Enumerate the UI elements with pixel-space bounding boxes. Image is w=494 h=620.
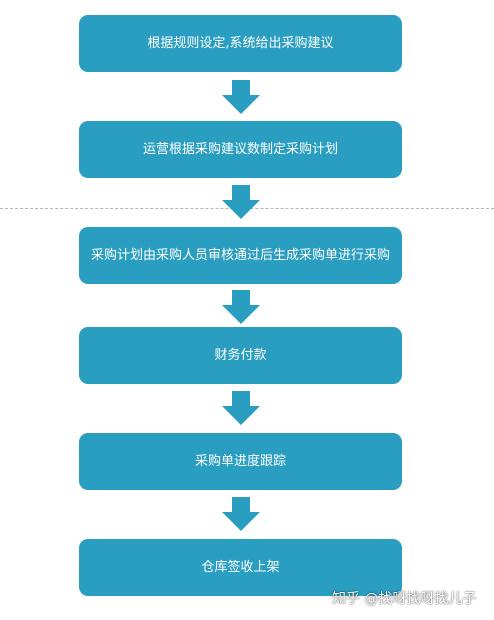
flow-step-6: 仓库签收上架: [79, 539, 402, 596]
flow-step-6-label: 仓库签收上架: [201, 560, 280, 575]
flow-step-5: 采购单进度跟踪: [79, 433, 402, 490]
flow-step-3: 采购计划由采购人员审核通过后生成采购单进行采购: [79, 227, 402, 284]
down-arrow-icon: [222, 497, 260, 531]
flow-step-4: 财务付款: [79, 327, 402, 384]
watermark: 知乎 @找呀找呀找儿子: [332, 591, 477, 607]
flow-step-1-label: 根据规则设定,系统给出采购建议: [147, 36, 334, 51]
flow-step-2-label: 运营根据采购建议数制定采购计划: [142, 142, 338, 157]
down-arrow-icon: [222, 391, 260, 425]
flow-step-4-label: 财务付款: [214, 348, 267, 363]
down-arrow-icon: [222, 185, 260, 219]
flow-step-1: 根据规则设定,系统给出采购建议: [79, 15, 402, 72]
flow-step-2: 运营根据采购建议数制定采购计划: [79, 121, 402, 178]
flow-step-5-label: 采购单进度跟踪: [194, 454, 286, 469]
down-arrow-icon: [222, 290, 260, 324]
flow-step-3-label: 采购计划由采购人员审核通过后生成采购单进行采购: [90, 248, 390, 263]
down-arrow-icon: [222, 80, 260, 114]
